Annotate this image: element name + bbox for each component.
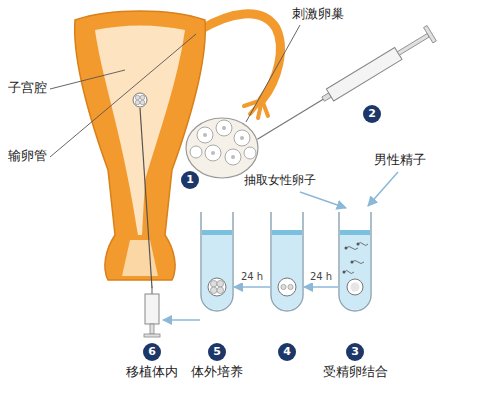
time-label: 24 h (309, 270, 333, 283)
medium-surface (272, 230, 302, 235)
test-tube-shape (200, 212, 234, 312)
step-caption: 受精卵结合 (323, 364, 388, 380)
leader-line (50, 70, 125, 89)
step-number: 6 (143, 343, 161, 361)
blastomere (210, 287, 217, 294)
sperm-cells (344, 243, 368, 274)
step-caption: 移植体内 (126, 364, 178, 380)
test-tube: 3受精卵结合 (338, 212, 372, 312)
test-tube-shape (270, 212, 304, 312)
catheter (140, 108, 152, 288)
medium-surface (340, 230, 370, 235)
egg-nucleus (351, 283, 360, 292)
test-tube-shape (338, 212, 372, 312)
culture-medium (272, 234, 302, 310)
step-label: 抽取女性卵子 (244, 172, 316, 188)
callout-number: 2 (363, 105, 381, 123)
step-number: 4 (278, 343, 296, 361)
tube-outline (201, 212, 233, 311)
plunger (150, 324, 154, 334)
zygote (278, 278, 296, 296)
barrel (145, 294, 159, 324)
transfer-syringe: 6移植体内 (141, 286, 163, 338)
flow-arrow (163, 319, 200, 321)
step-number: 5 (208, 343, 226, 361)
transfer-syringe-shape (141, 286, 163, 338)
blastomere (210, 280, 217, 287)
egg-arrow (300, 192, 346, 208)
step-number: 3 (346, 343, 364, 361)
leader-line (246, 25, 300, 122)
embryo (208, 278, 226, 296)
ovary (186, 118, 258, 178)
flow-arrow (304, 286, 338, 288)
blastomere (217, 280, 224, 287)
medium-surface (202, 230, 232, 235)
vagina (122, 240, 158, 276)
fallopian-tube (200, 14, 280, 100)
sperm-heads (343, 243, 360, 274)
blastomere (217, 287, 224, 294)
uterine-cavity (95, 26, 185, 236)
step-caption: 体外培养 (191, 364, 243, 380)
tube-outline (271, 212, 303, 311)
plunger-end (144, 334, 160, 337)
organ-label: 刺激卵巢 (292, 6, 344, 22)
pronucleus (288, 284, 293, 289)
test-tube: 4 (270, 212, 304, 312)
test-tube: 5体外培养 (200, 212, 234, 312)
step-label: 男性精子 (374, 152, 426, 168)
retrieval-syringe (253, 25, 437, 146)
fimbriae (244, 100, 268, 118)
leader-line (50, 34, 196, 157)
flow-arrow (234, 286, 270, 288)
organ-label: 子宫腔 (8, 80, 47, 96)
implanted-embryo (133, 93, 147, 107)
sperm-arrow (368, 172, 398, 206)
pronucleus (281, 284, 286, 289)
culture-medium (202, 234, 232, 310)
tube-outline (339, 212, 371, 311)
organ-label: 输卵管 (8, 148, 47, 164)
culture-medium (340, 234, 370, 310)
needle (151, 286, 152, 294)
callout-number: 1 (181, 171, 199, 189)
time-label: 24 h (240, 270, 264, 283)
egg-cell (347, 279, 363, 295)
